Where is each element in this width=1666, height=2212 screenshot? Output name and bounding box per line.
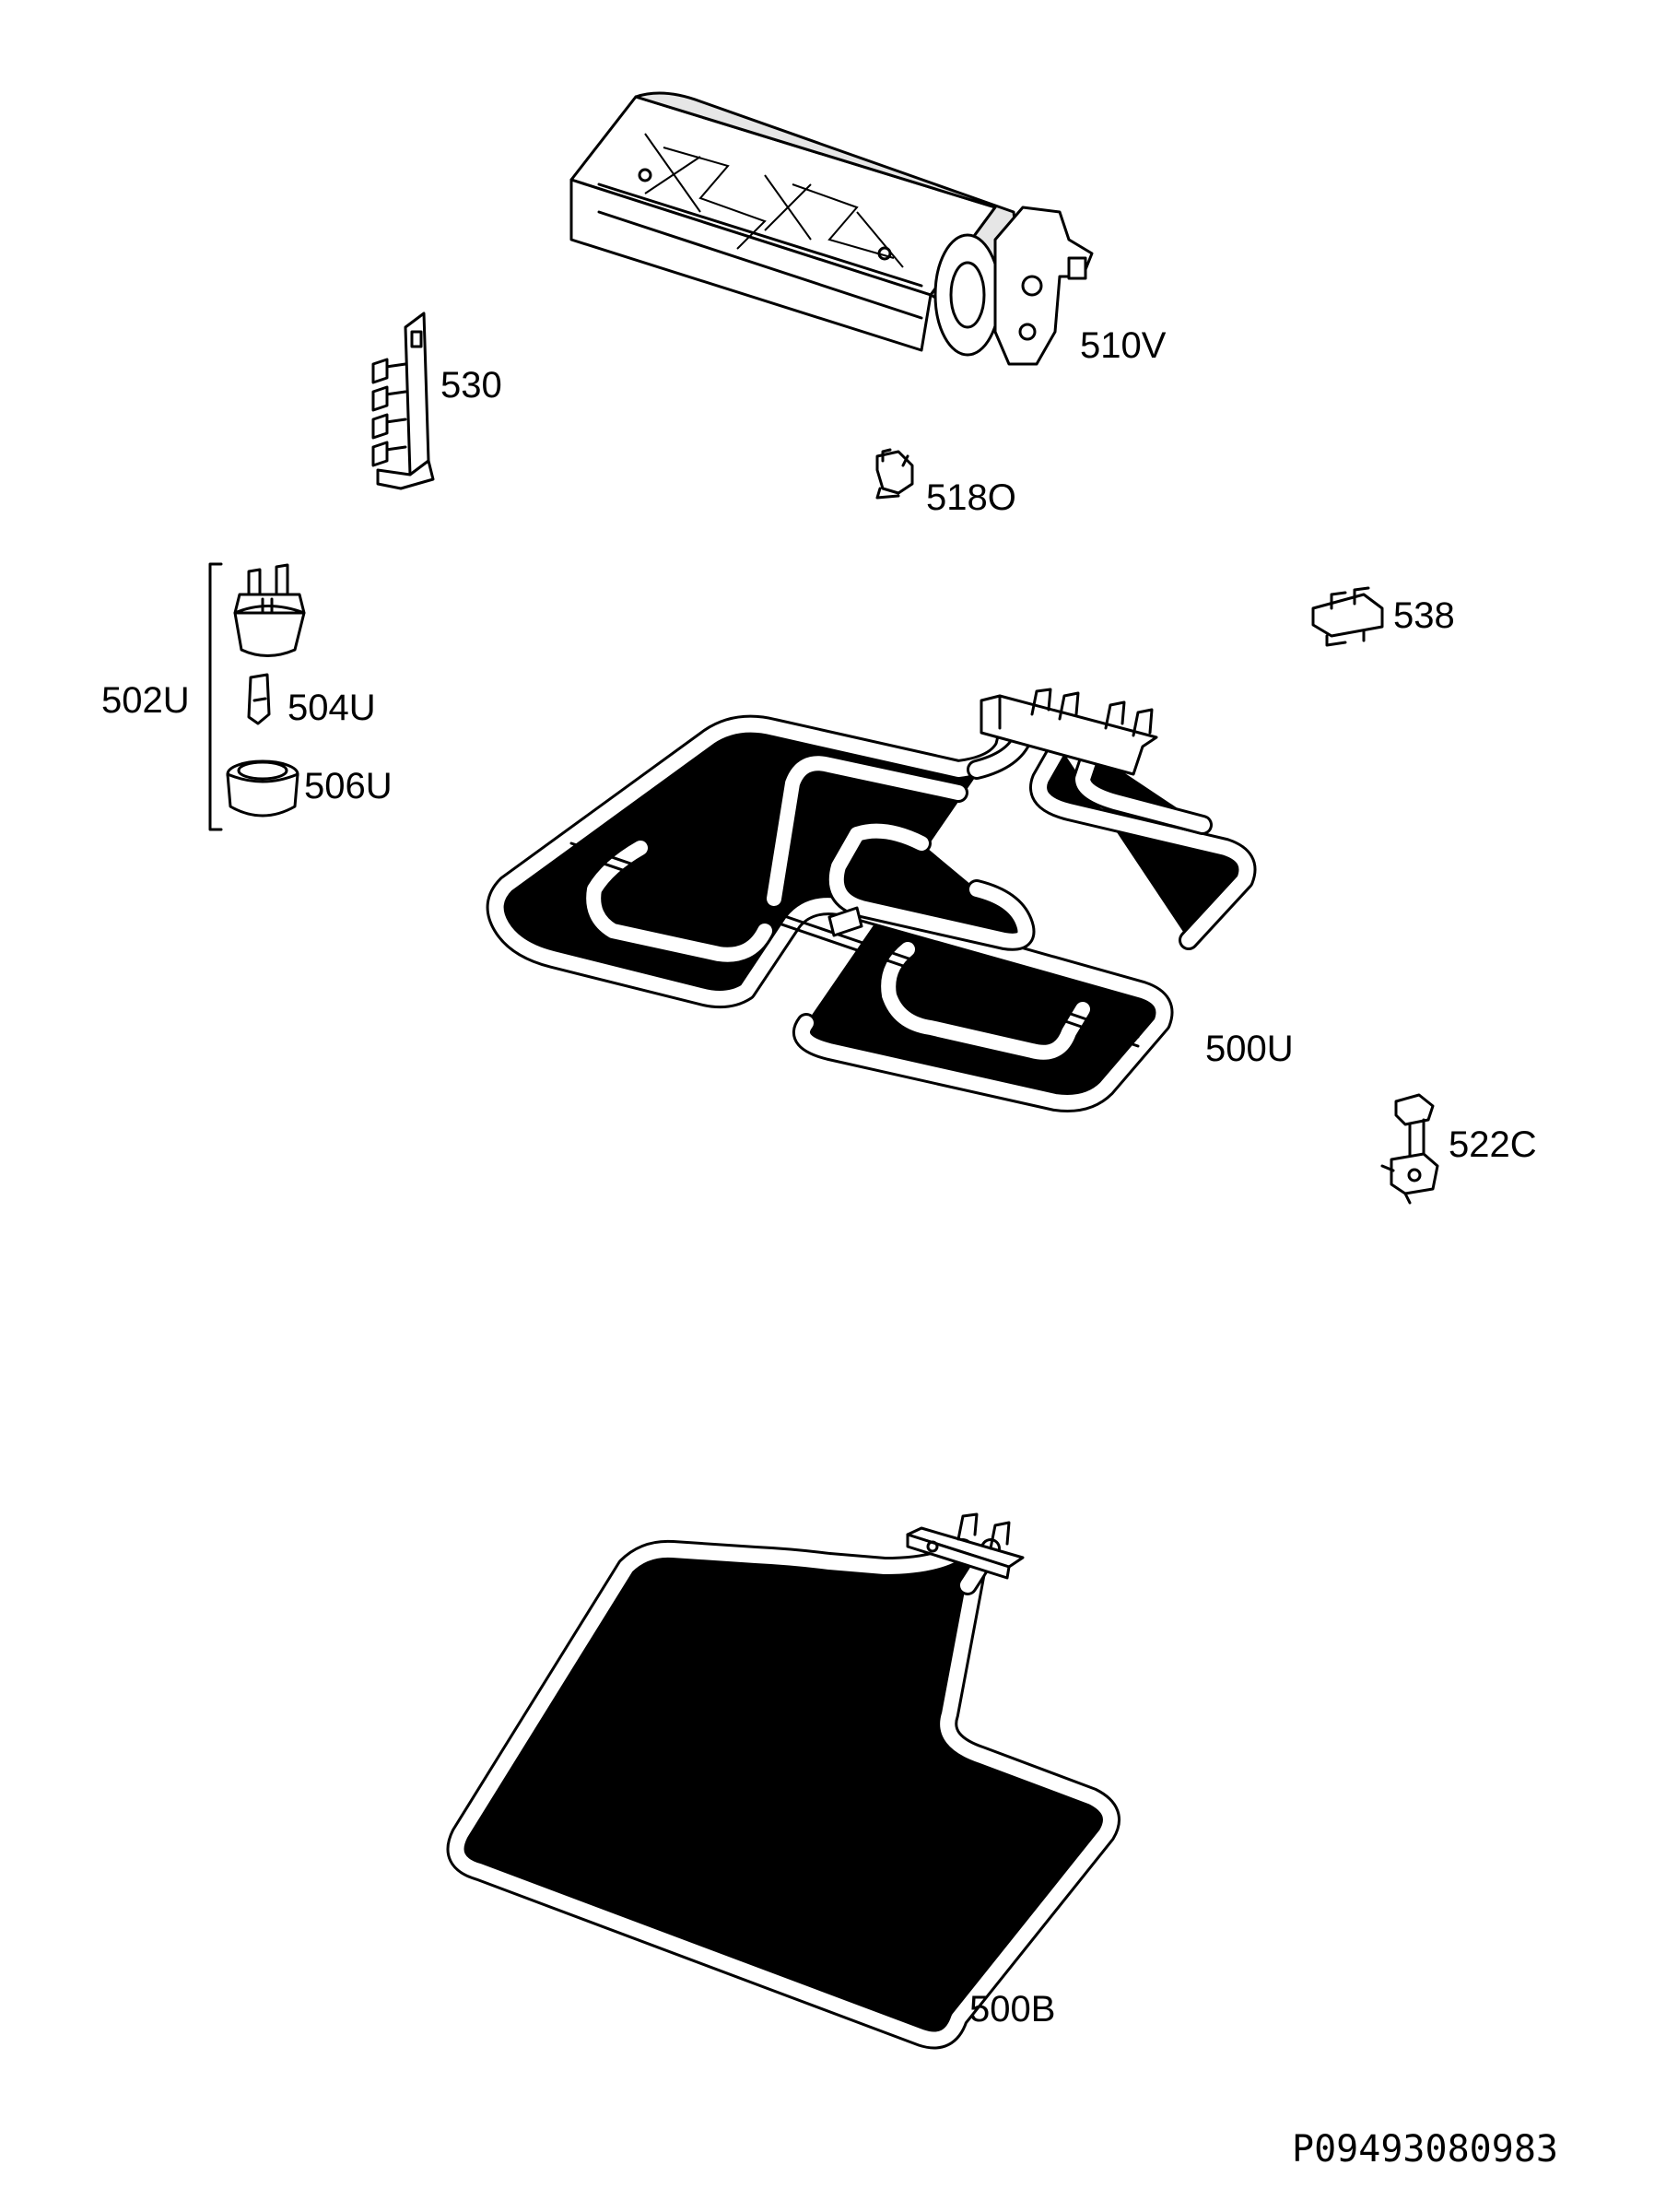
part-500B-bottom-element xyxy=(457,1512,1111,2040)
label-504U: 504U xyxy=(287,688,376,728)
label-506U: 506U xyxy=(304,766,393,806)
part-522C-switch xyxy=(1380,1093,1439,1205)
label-530: 530 xyxy=(440,365,502,406)
label-538: 538 xyxy=(1393,595,1455,636)
part-500U-grill-element xyxy=(497,688,1247,1102)
drawing-code: P09493080983 xyxy=(1292,2128,1558,2171)
part-530-terminal-block xyxy=(371,312,435,490)
part-538-connector xyxy=(1311,586,1384,647)
part-506U-lamp-cover xyxy=(226,759,299,818)
part-510V-fan-motor xyxy=(569,91,1094,366)
bracket-502U xyxy=(208,562,223,831)
label-502U: 502U xyxy=(101,680,190,721)
label-500U: 500U xyxy=(1205,1029,1294,1069)
label-522C: 522C xyxy=(1449,1124,1537,1165)
label-500B: 500B xyxy=(969,1989,1056,2030)
label-510V: 510V xyxy=(1080,325,1167,366)
label-518O: 518O xyxy=(926,477,1016,518)
part-504U-bulb xyxy=(247,673,271,725)
part-502U-lamp-holder xyxy=(233,563,306,657)
part-518O-clip xyxy=(875,448,914,500)
